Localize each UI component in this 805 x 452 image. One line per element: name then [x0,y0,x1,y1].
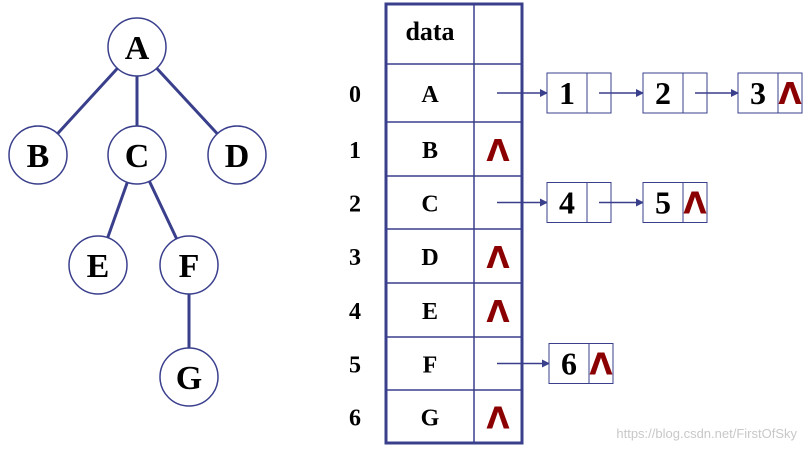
list-node-box [642,182,708,223]
tree-node-b: B [8,125,68,185]
tree-node-circle [207,125,267,185]
tree-edge-a-b [56,67,119,135]
row-index: 0 [349,82,361,108]
tree-node-label: A [125,30,150,67]
row-index: 2 [349,192,361,218]
row-index: 4 [349,299,361,325]
table-header-data: data [405,17,454,46]
null-pointer-symbol: Λ [683,187,707,222]
row-data: F [423,353,438,379]
row-index: 3 [349,245,361,271]
row-data: A [421,82,439,108]
tree-node-label: F [179,248,200,285]
row-data: G [421,406,440,432]
watermark: https://blog.csdn.net/FirstOfSky [616,426,797,441]
tree-node-circle [107,17,167,77]
row-index: 1 [349,138,361,164]
list-node-box [548,343,614,384]
tree-node-circle [68,235,128,295]
list-node: 4 [546,182,644,223]
tree-node-circle [159,235,219,295]
tree-node-circle [8,125,68,185]
tree-node-label: E [87,248,110,285]
null-pointer-symbol: Λ [486,402,510,437]
tree-node-label: B [27,138,50,175]
null-pointer-symbol: Λ [486,295,510,330]
table-row-6: 6 G Λ [349,402,510,437]
tree-node-f: F [159,235,219,295]
tree-edges [56,67,219,348]
tree-node-c: C [107,125,167,185]
table-border [384,2,524,445]
row-data: D [421,245,438,271]
tree-node-g: G [159,347,219,407]
tree-edge-c-e [106,181,129,239]
list-node-value: 1 [559,75,575,111]
list-node-value: 3 [750,75,766,111]
list-node-value: 6 [561,346,577,382]
tree-node-circle [159,347,219,407]
tree-edge-a-d [155,67,219,135]
tree-nodes: A B C D E F G [8,17,267,407]
tree-node-label: D [225,138,250,175]
tree-node-d: D [207,125,267,185]
row-data: C [421,192,438,218]
table-row-1: 1 B Λ [349,134,510,169]
tree-node-circle [107,125,167,185]
row-data: E [422,299,438,325]
list-node-value: 4 [559,185,575,221]
list-node-value: 2 [655,75,671,111]
null-pointer-symbol: Λ [486,241,510,276]
list-node-box [737,72,803,114]
tree-edge-c-f [148,180,178,240]
row-data: B [422,138,438,164]
list-node-value: 5 [655,185,671,221]
table-row-3: 3 D Λ [349,241,510,276]
tree-node-label: G [176,360,202,397]
null-pointer-symbol: Λ [486,134,510,169]
null-pointer-symbol: Λ [589,348,613,383]
table-row-4: 4 E Λ [349,295,510,330]
row-index: 6 [349,406,361,432]
tree-node-label: C [125,138,150,175]
tree-node-e: E [68,235,128,295]
list-node: 2 [642,72,739,114]
list-node: 1 [546,72,644,114]
tree-node-a: A [107,17,167,77]
null-pointer-symbol: Λ [778,77,802,112]
row-index: 5 [349,353,361,379]
